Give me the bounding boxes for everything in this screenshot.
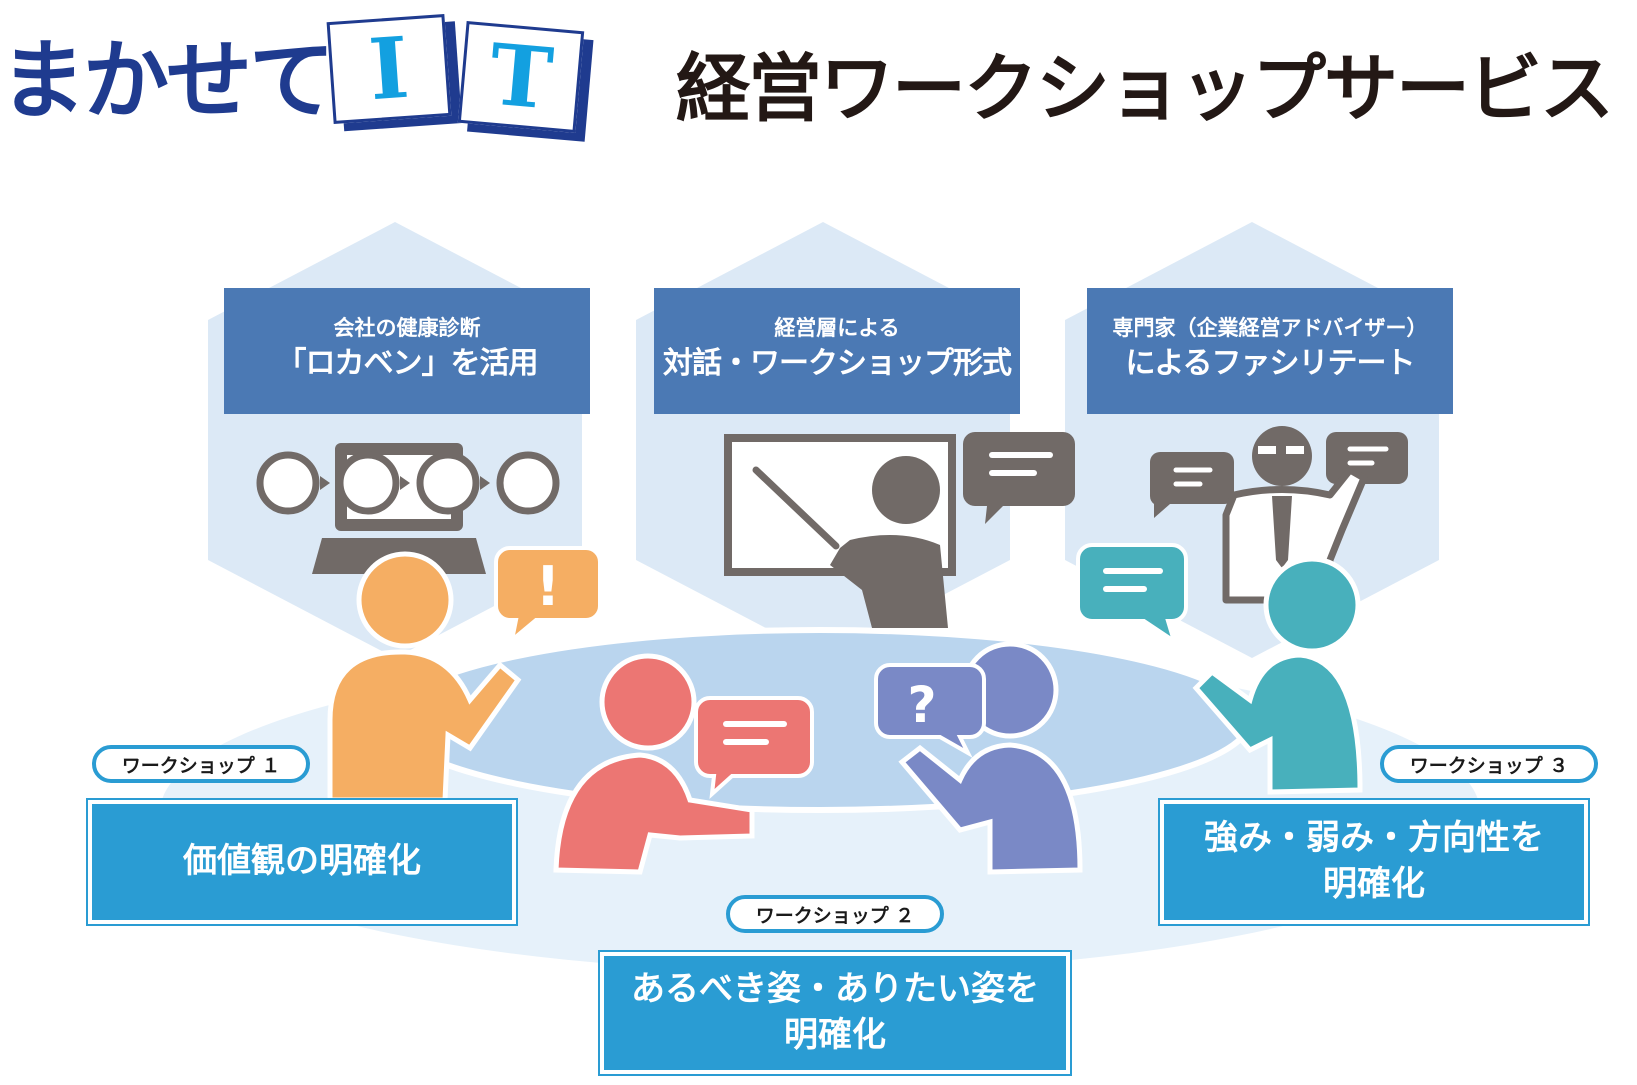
workshop-3-result-text: 強み・弱み・方向性を 明確化 (1204, 818, 1544, 904)
workshop-3-result: 強み・弱み・方向性を 明確化 (1158, 798, 1590, 926)
svg-text:?: ? (907, 676, 936, 734)
feature-line1: 会社の健康診断 (333, 315, 481, 340)
feature-box-lokaben: 会社の健康診断 「ロカベン」を活用 (224, 288, 590, 414)
workshop-3-label: ワークショップ ３ (1380, 745, 1598, 783)
person-orange (327, 551, 522, 803)
person-purple (898, 641, 1083, 875)
feature-line2: によるファシリテート (1125, 346, 1415, 382)
workshop-1-result-text: 価値観の明確化 (183, 841, 421, 882)
workshop-2-label: ワークショップ ２ (726, 895, 944, 933)
feature-box-dialogue: 経営層による 対話・ワークショップ形式 (654, 288, 1020, 414)
feature-line2: 対話・ワークショップ形式 (663, 346, 1012, 382)
page-title: 経営ワークショップサービス (676, 46, 1614, 132)
workshop-1-result: 価値観の明確化 (86, 798, 518, 926)
person-teal (1192, 556, 1363, 795)
logo-prefix: まかせて (0, 31, 335, 131)
speech-bubble-exclaim-icon: ! (494, 546, 602, 646)
feature-box-facilitation: 専門家（企業経営アドバイザー） によるファシリテート (1087, 288, 1453, 414)
feature-line2: 「ロカベン」を活用 (276, 346, 539, 382)
person-red (553, 653, 755, 875)
process-laptop-icon (256, 443, 560, 574)
speech-bubble-red-icon (694, 696, 814, 800)
speech-bubble-question-icon: ? (874, 663, 986, 759)
speech-bubble-teal-icon (1076, 543, 1188, 646)
svg-text:!: ! (536, 555, 561, 618)
table-top (387, 627, 1253, 813)
whiteboard-presenter-icon (724, 432, 1075, 628)
feature-line1: 専門家（企業経営アドバイザー） (1112, 315, 1428, 340)
workshop-1-label: ワークショップ １ (92, 745, 310, 783)
feature-line1: 経営層による (774, 315, 900, 340)
workshop-2-result-text: あるべき姿・ありたい姿を 明確化 (631, 969, 1039, 1055)
workshop-2-result: あるべき姿・ありたい姿を 明確化 (598, 950, 1072, 1076)
